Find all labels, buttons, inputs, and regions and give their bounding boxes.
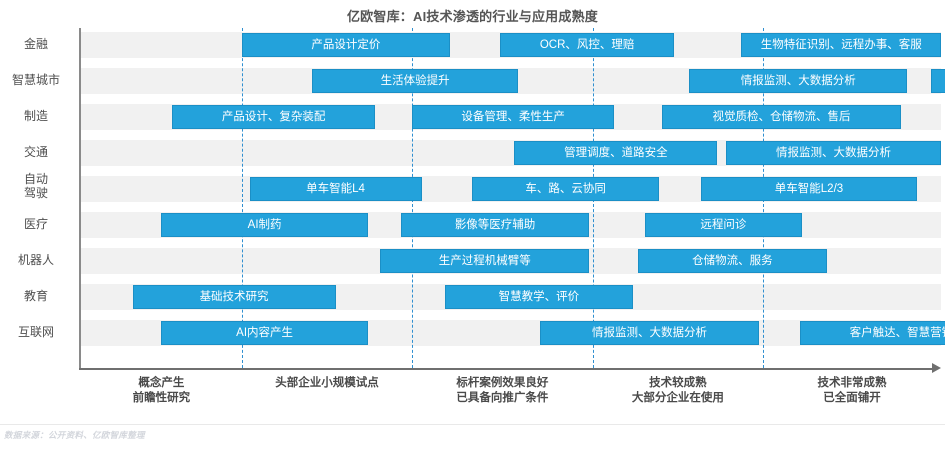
stage-label-line2: 已具备向推广条件 <box>456 392 549 404</box>
stage-label-3: 标杆案例效果良好已具备向推广条件 <box>412 376 592 406</box>
bar-智慧城市-生活体验提升[interactable]: 生活体验提升 <box>312 69 518 93</box>
bar-自动驾驶-单车智能L4[interactable]: 单车智能L4 <box>249 177 422 201</box>
bar-金融-产品设计定价[interactable]: 产品设计定价 <box>241 33 450 57</box>
bar-互联网-情报监测、大数据分析[interactable]: 情报监测、大数据分析 <box>540 321 759 345</box>
stage-label-line2: 前瞻性研究 <box>132 392 191 404</box>
y-axis-label-制造: 制造 <box>23 109 48 123</box>
stage-label-line2: 大部分企业在使用 <box>631 392 724 404</box>
stage-label-line1: 头部企业小规模试点 <box>275 377 379 389</box>
bar-制造-产品设计、复杂装配[interactable]: 产品设计、复杂装配 <box>172 105 376 129</box>
bar-交通-情报监测、大数据分析[interactable]: 情报监测、大数据分析 <box>726 141 941 165</box>
bar-教育-基础技术研究[interactable]: 基础技术研究 <box>132 285 336 309</box>
bar-智慧城市-安防[interactable]: 安防 <box>930 69 945 93</box>
bar-制造-视觉质检、仓储物流、售后[interactable]: 视觉质检、仓储物流、售后 <box>662 105 901 129</box>
y-axis-label-教育: 教育 <box>23 289 48 303</box>
x-axis-arrow-icon <box>932 363 941 373</box>
y-axis-label-金融: 金融 <box>23 37 48 51</box>
y-axis-label-智慧城市: 智慧城市 <box>11 73 60 87</box>
stage-label-2: 头部企业小规模试点 <box>237 376 417 391</box>
y-axis-label-互联网: 互联网 <box>17 325 54 339</box>
bar-医疗-影像等医疗辅助[interactable]: 影像等医疗辅助 <box>400 213 590 237</box>
bar-教育-智慧教学、评价[interactable]: 智慧教学、评价 <box>444 285 634 309</box>
footer-divider <box>0 424 945 425</box>
bar-医疗-AI制药[interactable]: AI制药 <box>160 213 369 237</box>
y-axis-line <box>79 28 81 368</box>
bar-金融-生物特征识别、远程办事、客服[interactable]: 生物特征识别、远程办事、客服 <box>741 33 941 57</box>
bar-互联网-AI内容产生[interactable]: AI内容产生 <box>160 321 369 345</box>
x-axis-line <box>79 368 934 370</box>
bar-制造-设备管理、柔性生产[interactable]: 设备管理、柔性生产 <box>412 105 615 129</box>
stage-label-line1: 技术较成熟 <box>649 377 707 389</box>
y-axis-label-自动驾驶: 自动驾驶 <box>23 172 48 200</box>
source-note: 数据来源：公开资料、亿欧智库整理 <box>4 430 145 440</box>
bar-自动驾驶-单车智能L2/3[interactable]: 单车智能L2/3 <box>701 177 917 201</box>
page-title: 亿欧智库：AI技术渗透的行业与应用成熟度 <box>346 9 598 24</box>
stage-label-line1: 标杆案例效果良好 <box>456 377 549 389</box>
stage-label-line1: 技术非常成熟 <box>817 377 887 389</box>
stage-label-1: 概念产生前瞻性研究 <box>71 376 251 406</box>
y-axis-label-机器人: 机器人 <box>17 253 54 267</box>
y-axis-label-医疗: 医疗 <box>23 217 48 231</box>
stage-label-5: 技术非常成熟已全面铺开 <box>762 376 942 406</box>
stage-label-line1: 概念产生 <box>138 377 185 389</box>
bar-自动驾驶-车、路、云协同[interactable]: 车、路、云协同 <box>472 177 659 201</box>
bar-互联网-客户触达、智慧营销[interactable]: 客户触达、智慧营销 <box>799 321 945 345</box>
bar-机器人-生产过程机械臂等[interactable]: 生产过程机械臂等 <box>380 249 590 273</box>
bar-金融-OCR、风控、理赔[interactable]: OCR、风控、理赔 <box>499 33 675 57</box>
stage-label-4: 技术较成熟大部分企业在使用 <box>588 376 768 406</box>
stage-label-line2: 已全面铺开 <box>823 392 881 404</box>
bar-机器人-仓储物流、服务[interactable]: 仓储物流、服务 <box>638 249 827 273</box>
bar-智慧城市-情报监测、大数据分析[interactable]: 情报监测、大数据分析 <box>689 69 908 93</box>
gridline-1 <box>241 28 243 368</box>
maturity-chart: 金融智慧城市制造交通自动驾驶医疗机器人教育互联网 产品设计定价 OCR、风控、理赔… <box>0 28 945 368</box>
bar-医疗-远程问诊[interactable]: 远程问诊 <box>645 213 802 237</box>
bar-交通-管理调度、道路安全[interactable]: 管理调度、道路安全 <box>514 141 718 165</box>
y-axis-label-交通: 交通 <box>23 145 48 159</box>
